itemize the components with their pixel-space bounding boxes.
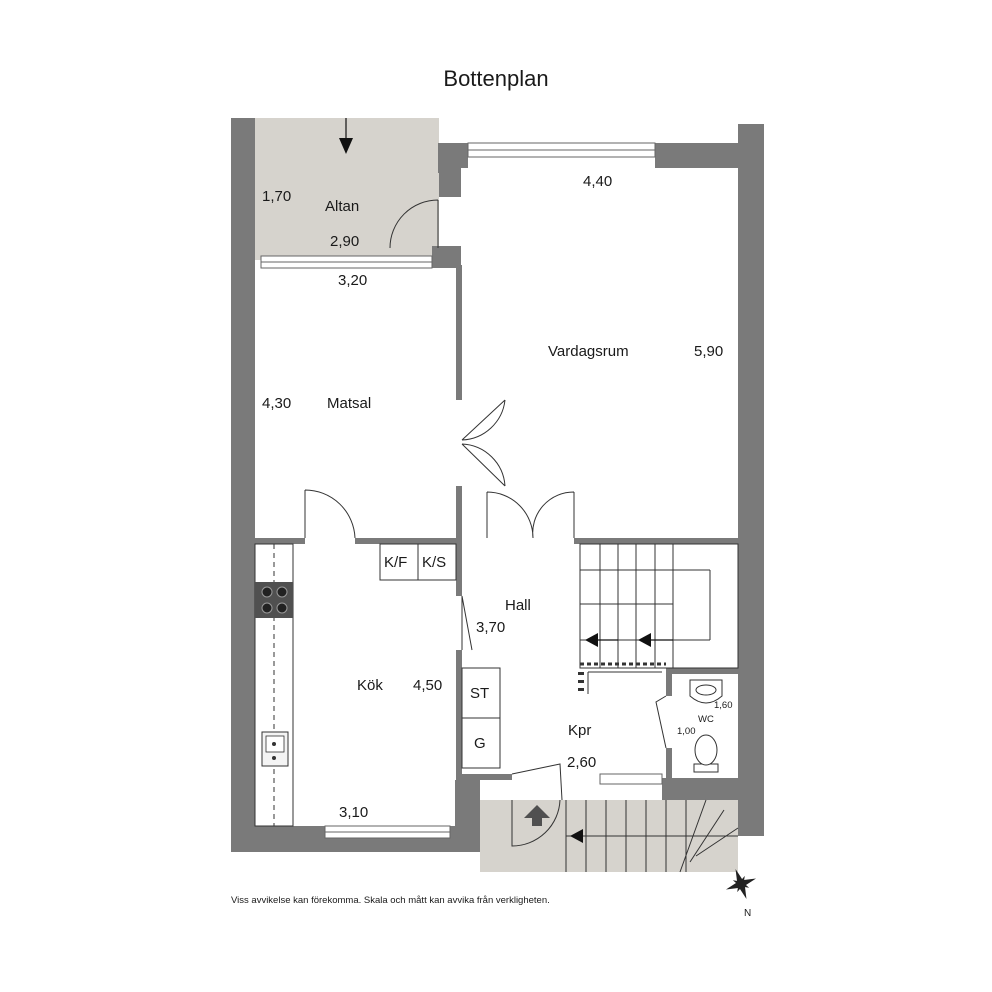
wall-top-right [655,143,764,168]
door-entrance [511,763,563,847]
disclaimer: Viss avvikelse kan förekomma. Skala och … [231,895,550,906]
room-labels: Altan 1,70 2,90 Vardagsrum 4,40 5,90 Mat… [262,173,723,821]
label-kf: K/F [384,554,407,571]
wc-labels: WC 1,60 1,00 [677,700,733,737]
box-st [461,667,501,719]
label-altan: Altan [325,198,359,215]
stairs-hall [579,543,739,669]
label-vardagsrum: Vardagsrum [548,343,629,360]
door-matsal-kok [304,489,356,539]
walls [231,118,764,852]
wall-kok-top-left [255,538,305,544]
label-g: G [474,735,486,752]
dim-kpr-a: 2,60 [567,754,596,771]
dim-altan-a: 1,70 [262,188,291,205]
label-kok: Kök [357,677,383,694]
wall-kok-hall-low [456,650,462,780]
dim-matsal-a: 3,20 [338,272,367,289]
label-wc: WC [698,714,714,725]
wall-wc-left-low [666,748,672,780]
wall-kok-top-right [355,538,462,544]
door-wc [655,695,667,749]
wall-hall-top [574,538,738,544]
box-ks [417,543,457,581]
compass-icon [725,868,757,900]
wall-wc-top [666,668,738,674]
label-ks: K/S [422,554,446,571]
wall-altan-right [438,143,461,173]
dim-kok-a: 4,50 [413,677,442,694]
dim-wc-a: 1,60 [714,700,733,711]
door-hall-double [486,491,575,539]
stairs-arrow-2 [638,633,651,647]
dim-kok-b: 3,10 [339,804,368,821]
label-kpr: Kpr [568,722,591,739]
wall-matsal-vardag-low [456,486,462,544]
dim-hall-a: 3,70 [476,619,505,636]
dim-altan-b: 2,90 [330,233,359,250]
wall-altan-bottom-right [432,246,461,268]
wall-right [738,124,764,836]
railing-marks [578,671,662,694]
label-matsal: Matsal [327,395,371,412]
page-title: Bottenplan [443,66,549,91]
stove [255,582,293,618]
stairs-entrance [565,799,739,873]
kitchen-counter [254,543,294,827]
wall-matsal-vardag [456,265,462,400]
dim-wc-b: 1,00 [677,726,696,737]
door-vardag-matsal-top [461,399,506,441]
altan-arrow [339,118,353,154]
door-altan [389,199,439,249]
dim-vardagsrum-b: 5,90 [694,343,723,360]
door-kok-hall [461,595,473,651]
wall-bottom-mid [455,780,480,852]
interior-walls [255,265,738,780]
wall-kpr-bottom [462,774,512,780]
entrance-up-arrow [524,805,550,826]
compass-letter: N [744,908,751,919]
dim-vardagsrum-a: 4,40 [583,173,612,190]
stairs-arrow-1 [585,633,598,647]
label-st: ST [470,685,489,702]
windows [260,142,663,839]
box-g [461,717,501,769]
door-vardag-matsal-low [461,443,506,487]
stairs-hall-arrows [585,633,673,647]
fixture-boxes [379,543,501,769]
dim-matsal-b: 4,30 [262,395,291,412]
doors [304,199,667,847]
toilet-bowl [694,734,718,766]
label-hall: Hall [505,597,531,614]
wall-wc-left [666,668,672,696]
wc-fixtures [689,679,723,773]
wall-entrance-right [662,778,738,800]
stairs-entrance-arrow [570,829,583,843]
window-kpr [599,773,663,785]
wall-kok-hall [456,538,462,596]
wall-left [231,118,255,852]
